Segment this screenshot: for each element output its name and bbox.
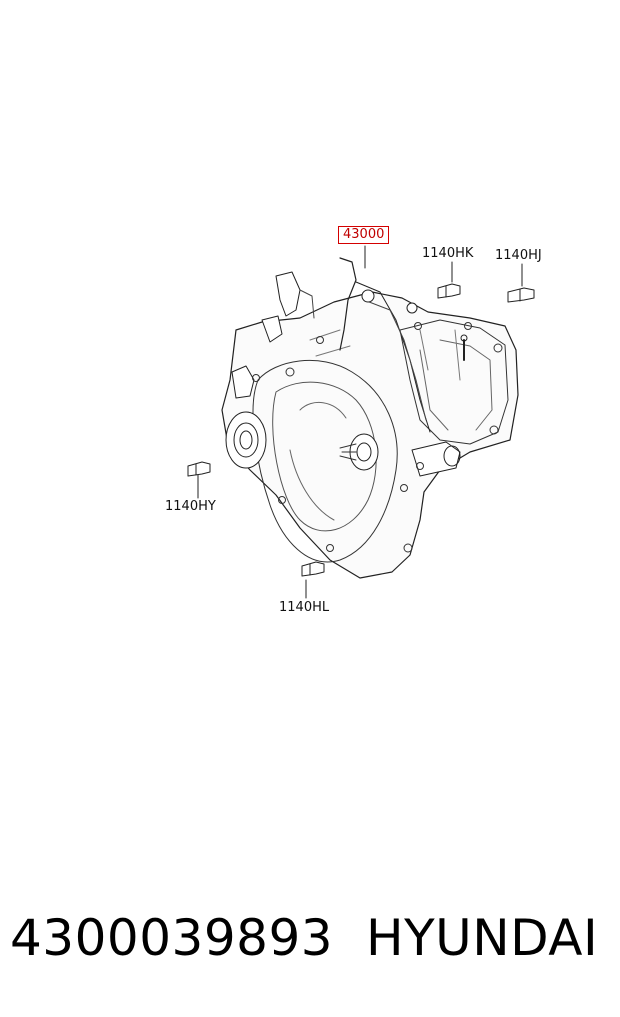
callout-1140hy[interactable]: 1140HY (165, 499, 216, 514)
bolt-1140hy (187, 461, 211, 477)
transmission-diagram: 43000 1140HK 1140HJ 1140HY 1140HL (165, 226, 542, 615)
bolt-1140hl (301, 561, 325, 577)
callout-43000[interactable]: 43000 (338, 226, 390, 244)
transmission-assembly-illustration (187, 245, 535, 599)
bolt-1140hk (437, 283, 461, 299)
leader-lines (197, 245, 523, 599)
transmission-housing (221, 257, 519, 579)
part-footer: 4300039893 HYUNDAI (0, 900, 620, 980)
callout-1140hl[interactable]: 1140HL (279, 600, 330, 615)
callout-1140hj[interactable]: 1140HJ (495, 248, 542, 263)
bolt-1140hj (507, 287, 535, 303)
brand-name: HYUNDAI (366, 909, 599, 967)
part-number: 4300039893 (10, 909, 334, 967)
callout-1140hk[interactable]: 1140HK (422, 246, 474, 261)
